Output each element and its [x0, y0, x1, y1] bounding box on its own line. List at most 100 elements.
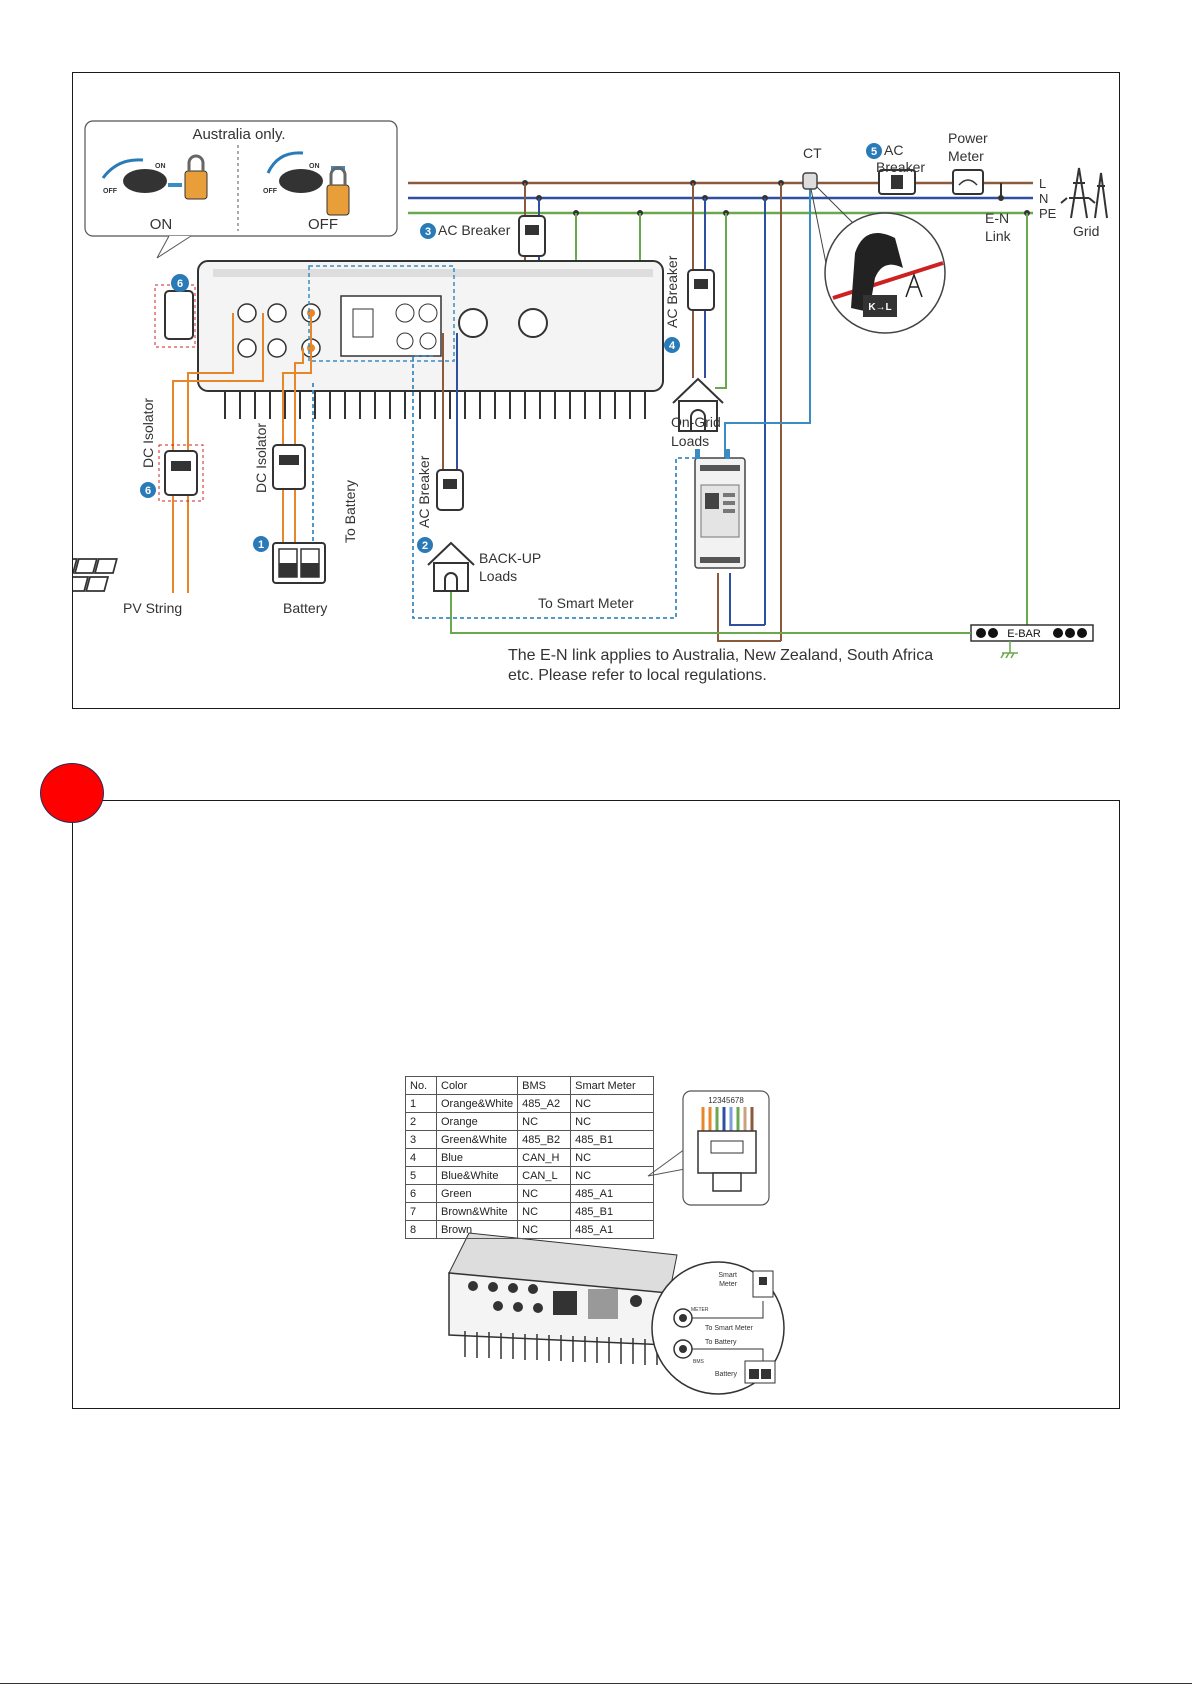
ac-breaker-4-label: AC Breaker [664, 255, 680, 328]
pinout-header-row: No. Color BMS Smart Meter [405, 1076, 655, 1095]
cell: 5 [405, 1166, 437, 1185]
ac-badge-3 [420, 223, 436, 239]
rj45-pin-numbers: 12345678 [708, 1096, 744, 1105]
ac-breaker-3-icon [518, 215, 546, 257]
smart-meter-device [694, 457, 746, 569]
ac-breaker-2-label: AC Breaker [416, 455, 432, 528]
cell: Orange [435, 1112, 519, 1131]
cell: 2 [405, 1112, 437, 1131]
australia-only-title: Australia only. [192, 126, 285, 143]
detail-smart-meter-label-2: Meter [719, 1281, 738, 1288]
system-wiring-frame: 3 AC Breaker AC Breaker 4 On-Grid Loads … [0, 72, 1120, 709]
ac-breaker-3-label: AC Breaker [438, 222, 511, 238]
header-bms: BMS [517, 1076, 572, 1095]
cell: Blue [435, 1148, 519, 1167]
ct-label: CT [803, 145, 822, 161]
battery-icon [272, 542, 326, 584]
ct-clamp-text: K→L [868, 302, 891, 313]
step-6-left-number: 6 [145, 485, 151, 497]
step-3-number: 3 [425, 226, 431, 238]
step-5-number: 5 [871, 146, 877, 158]
power-meter-label-1: Power [948, 130, 988, 146]
e-bar-label: E-BAR [1007, 628, 1041, 640]
line-l-label: L [1039, 176, 1046, 191]
step-4-number: 4 [669, 340, 676, 352]
detail-to-smart-meter-label: To Smart Meter [705, 1325, 754, 1332]
on-grid-label-2: Loads [671, 433, 709, 449]
switch-off-label: OFF [308, 216, 338, 233]
cell: 1 [405, 1094, 437, 1113]
cell: NC [517, 1202, 572, 1221]
cell: 8 [405, 1220, 437, 1239]
line-n-label: N [1039, 191, 1048, 206]
cell: CAN_L [517, 1166, 572, 1185]
cell: 485_B2 [517, 1130, 572, 1149]
page-bottom-rule [0, 1683, 1192, 1684]
header-no: No. [405, 1076, 437, 1095]
knob-off-text-2: OFF [263, 188, 278, 195]
cell: 485_B1 [570, 1130, 655, 1149]
cell: Blue&White [435, 1166, 519, 1185]
knob-off-text: OFF [103, 188, 118, 195]
cell: 7 [405, 1202, 437, 1221]
switch-on-label: ON [150, 216, 173, 233]
cell: Green&White [435, 1130, 519, 1149]
dc-isolator-center-icon [272, 444, 306, 490]
battery-label: Battery [283, 600, 327, 616]
inverter-detail [448, 1232, 678, 1365]
en-link-label-1: E-N [985, 210, 1009, 226]
ac-breaker-5-label-1: AC [884, 142, 903, 158]
grid-bus-lines [408, 181, 1033, 215]
detail-smart-meter-label-1: Smart [718, 1272, 737, 1279]
cell: 4 [405, 1148, 437, 1167]
cell: Orange&White [435, 1094, 519, 1113]
cell: 6 [405, 1184, 437, 1203]
cell: NC [570, 1166, 655, 1185]
cell: NC [570, 1148, 655, 1167]
cell: CAN_H [517, 1148, 572, 1167]
en-link-note-line-1: The E-N link applies to Australia, New Z… [508, 647, 933, 664]
pv-string-label: PV String [123, 600, 182, 616]
backup-label-1: BACK-UP [479, 550, 541, 566]
cell: 3 [405, 1130, 437, 1149]
cell: NC [517, 1220, 572, 1239]
grid-tower-icon [1060, 167, 1108, 219]
cell: NC [570, 1112, 655, 1131]
en-link-note-line-2: etc. Please refer to local regulations. [508, 667, 767, 684]
port-zoom-circle: METER BMS Smart Meter To Smart Meter To … [651, 1261, 785, 1395]
step-1-number: 1 [258, 539, 264, 551]
detail-battery-label: Battery [715, 1371, 738, 1378]
cell: 485_A1 [570, 1184, 655, 1203]
ac-breaker-5-label-2: Breaker [876, 159, 925, 175]
knob-on-text-2: ON [309, 163, 320, 170]
backup-house-icon [427, 541, 475, 592]
cell: 485_B1 [570, 1202, 655, 1221]
ct-clamp-zoom: K→L [824, 212, 946, 334]
bms-port-label: BMS [693, 1359, 705, 1365]
en-link-label-2: Link [985, 228, 1012, 244]
header-smart-meter: Smart Meter [570, 1076, 655, 1095]
cell: 485_A1 [570, 1220, 655, 1239]
to-battery-label: To Battery [342, 480, 358, 543]
power-meter-label-2: Meter [948, 148, 984, 164]
ac-breaker-4-icon [687, 269, 715, 311]
step-2-number: 2 [422, 540, 428, 552]
header-color: Color [435, 1076, 519, 1095]
to-smart-meter-label: To Smart Meter [538, 595, 634, 611]
connector-diagram: 12345678 [448, 1090, 785, 1395]
rj45-connector-callout: 12345678 [647, 1090, 770, 1206]
australia-only-callout: Australia only. ON OFF ON OFF ON OFF [84, 120, 398, 259]
inverter-unit: 6 [154, 260, 664, 419]
dc-isolator-left-label: DC Isolator [140, 398, 156, 468]
cell: NC [517, 1184, 572, 1203]
grid-label: Grid [1073, 223, 1099, 239]
cell: Brown&White [435, 1202, 519, 1221]
